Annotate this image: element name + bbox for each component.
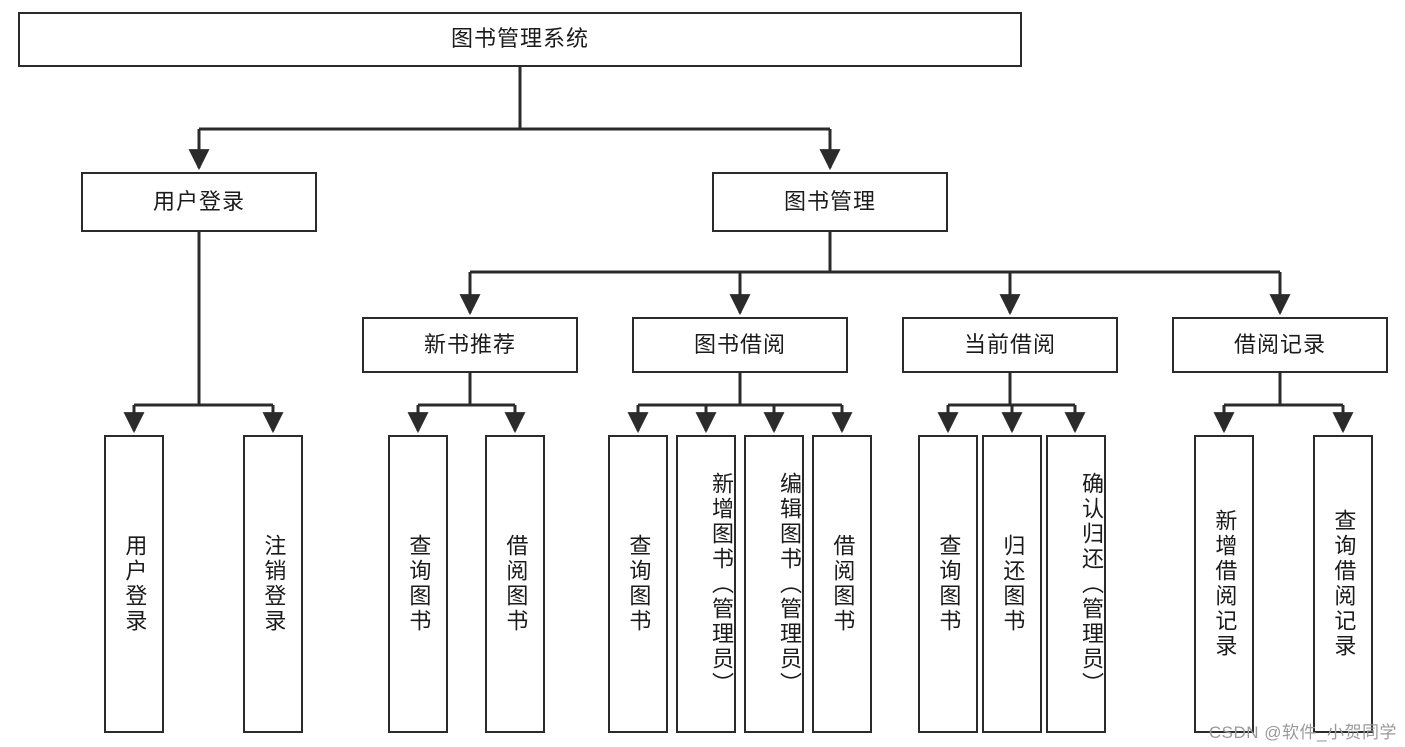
node-leaf-query-book-borrow[interactable]: 查询图书 [608,435,668,733]
node-leaf-query-borrow-record-label: 查询借阅记录 [1331,509,1357,659]
node-current-borrow[interactable]: 当前借阅 [902,317,1118,373]
node-leaf-user-login[interactable]: 用户登录 [104,435,164,733]
node-borrow-record[interactable]: 借阅记录 [1172,317,1388,373]
node-leaf-add-borrow-record[interactable]: 新增借阅记录 [1194,435,1254,733]
node-leaf-user-login-label: 用户登录 [122,534,148,634]
node-leaf-query-book-borrow-label: 查询图书 [626,534,652,634]
node-book-management[interactable]: 图书管理 [712,172,948,232]
node-leaf-query-book-recommend-label: 查询图书 [406,534,432,634]
node-leaf-query-book-current[interactable]: 查询图书 [918,435,978,733]
node-leaf-edit-book-admin-label: 编辑图书（管理员） [777,471,802,697]
node-root-label: 图书管理系统 [450,26,589,52]
connector-root-to-level2 [188,67,841,171]
node-leaf-confirm-return-admin-label: 确认归还（管理员） [1079,471,1104,697]
node-leaf-query-book-current-label: 查询图书 [936,534,962,634]
node-leaf-borrow-book-recommend[interactable]: 借阅图书 [485,435,545,733]
node-leaf-add-borrow-record-label: 新增借阅记录 [1212,509,1238,659]
connector-borrow-record-to-leaves [1213,373,1354,434]
node-leaf-return-book[interactable]: 归还图书 [982,435,1042,733]
connector-book-borrow-to-leaves [627,373,853,434]
node-leaf-user-logout[interactable]: 注销登录 [243,435,303,733]
node-book-borrow[interactable]: 图书借阅 [632,317,848,373]
node-leaf-add-book-admin[interactable]: 新增图书（管理员） [676,435,736,733]
node-root[interactable]: 图书管理系统 [18,12,1022,67]
node-leaf-query-book-recommend[interactable]: 查询图书 [388,435,448,733]
csdn-watermark: CSDN @软件_小贺同学 [1208,723,1397,742]
node-user-login[interactable]: 用户登录 [81,172,317,232]
node-book-management-label: 图书管理 [783,188,876,214]
node-leaf-borrow-book[interactable]: 借阅图书 [812,435,872,733]
node-leaf-query-borrow-record[interactable]: 查询借阅记录 [1313,435,1373,733]
node-leaf-confirm-return-admin[interactable]: 确认归还（管理员） [1046,435,1106,733]
node-leaf-edit-book-admin[interactable]: 编辑图书（管理员） [744,435,804,733]
node-leaf-add-book-admin-label: 新增图书（管理员） [709,471,734,697]
node-borrow-record-label: 借阅记录 [1233,331,1326,357]
node-new-book-recommend-label: 新书推荐 [423,331,516,357]
connector-current-borrow-to-leaves [937,373,1086,434]
node-new-book-recommend[interactable]: 新书推荐 [362,317,578,373]
node-leaf-borrow-book-recommend-label: 借阅图书 [503,534,529,634]
node-book-borrow-label: 图书借阅 [693,331,786,357]
node-leaf-borrow-book-label: 借阅图书 [830,534,856,634]
connector-level2-to-level3 [459,232,1291,316]
connector-new-book-recommend-to-leaves [407,373,526,434]
node-current-borrow-label: 当前借阅 [963,331,1056,357]
node-leaf-user-logout-label: 注销登录 [261,534,287,634]
node-user-login-label: 用户登录 [152,188,245,214]
node-leaf-return-book-label: 归还图书 [1000,534,1026,634]
connector-user-login-to-leaves [123,232,284,434]
